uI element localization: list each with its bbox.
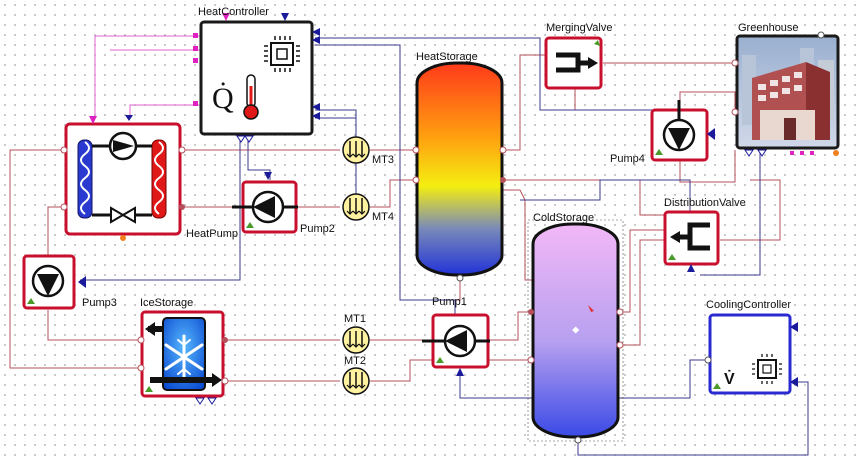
ice-storage[interactable]	[137, 310, 229, 405]
ice-storage-label: IceStorage	[140, 297, 193, 309]
cooling-controller[interactable]: V̇	[704, 313, 798, 395]
mt1-meter[interactable]	[342, 326, 370, 354]
mt2-label: MT2	[344, 355, 366, 367]
pump3[interactable]	[22, 254, 86, 310]
merging-valve-label: MergingValve	[546, 22, 612, 34]
cooling-controller-label: CoolingController	[706, 299, 791, 311]
cooling-controller-symbol: V̇	[724, 370, 735, 388]
heat-pump-label: HeatPump	[186, 228, 238, 240]
heat-controller[interactable]: Q̇	[193, 13, 320, 143]
heat-pump[interactable]	[60, 115, 186, 241]
mt3-label: MT3	[372, 154, 394, 166]
merging-valve[interactable]	[544, 36, 603, 90]
mt2-meter[interactable]	[342, 367, 370, 395]
cold-storage[interactable]	[527, 219, 624, 444]
snowflake-icon	[164, 334, 204, 380]
building-icon	[742, 48, 834, 140]
pump1-label: Pump1	[432, 296, 467, 308]
signal-connections	[80, 37, 809, 456]
greenhouse-label: Greenhouse	[738, 22, 799, 34]
mt3-meter[interactable]	[342, 136, 370, 164]
pump3-label: Pump3	[82, 297, 117, 309]
distribution-valve[interactable]	[663, 210, 720, 272]
chip-icon	[752, 354, 782, 384]
expansion-valve-icon	[110, 206, 125, 224]
thermometer-icon	[243, 74, 259, 120]
distribution-valve-label: DistributionValve	[664, 197, 746, 209]
chip-icon	[264, 36, 300, 72]
mt1-label: MT1	[344, 313, 366, 325]
heat-controller-symbol: Q̇	[212, 81, 234, 115]
mt4-meter[interactable]	[342, 193, 370, 221]
cold-storage-label: ColdStorage	[533, 212, 594, 224]
pump2[interactable]	[232, 172, 298, 234]
heat-storage-label: HeatStorage	[416, 51, 478, 63]
heat-storage[interactable]	[412, 61, 507, 282]
mt4-label: MT4	[372, 211, 394, 223]
pump4-label: Pump4	[610, 153, 645, 165]
pump1[interactable]	[422, 313, 490, 376]
greenhouse[interactable]	[731, 31, 840, 157]
pump2-label: Pump2	[300, 223, 335, 235]
controller-connections	[94, 35, 210, 116]
pump4[interactable]	[650, 100, 715, 162]
heat-controller-label: HeatController	[198, 6, 269, 18]
